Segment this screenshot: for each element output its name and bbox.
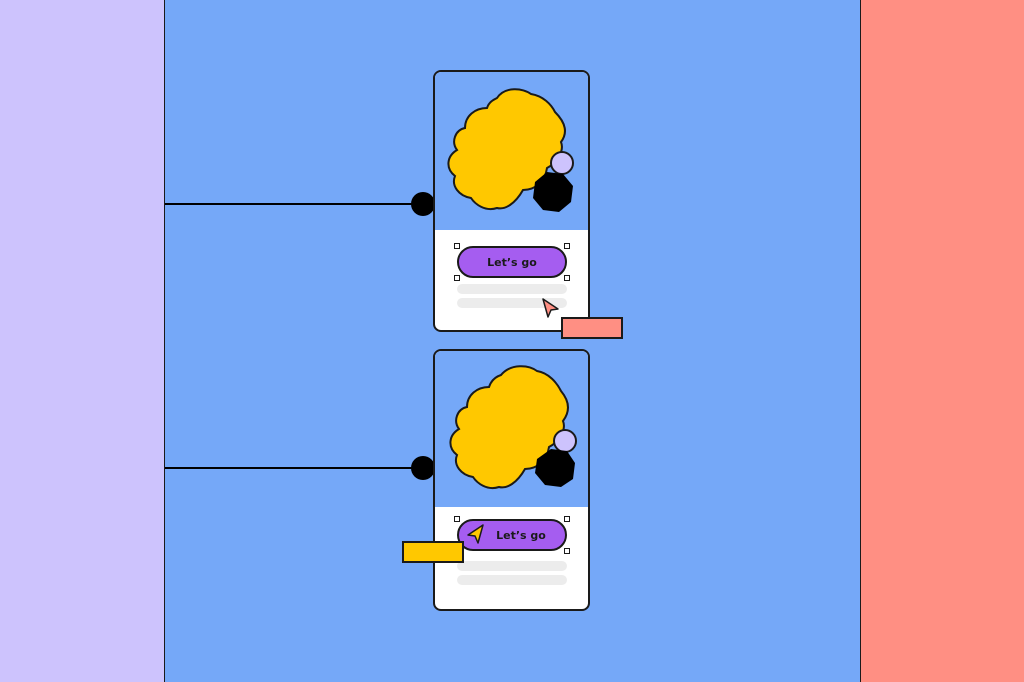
placeholder-line (457, 561, 567, 571)
resize-handle[interactable] (564, 243, 570, 249)
placeholder-line (457, 575, 567, 585)
wavy-blob-shape (447, 88, 566, 210)
lets-go-button[interactable]: Let’s go (457, 246, 567, 278)
card-illustration (435, 72, 588, 230)
black-octagon (535, 449, 575, 487)
button-selection-bottom[interactable]: Let’s go (454, 516, 570, 554)
resize-handle[interactable] (564, 275, 570, 281)
screen-card-top[interactable]: Let’s go (433, 70, 590, 332)
arrow-cursor-icon (465, 523, 485, 549)
black-octagon (533, 172, 573, 212)
placeholder-line (457, 284, 567, 294)
resize-handle[interactable] (454, 275, 460, 281)
connector-node-top[interactable] (411, 192, 435, 216)
placeholder-line (457, 298, 567, 308)
button-selection-top[interactable]: Let’s go (454, 243, 570, 281)
connector-line-bottom (165, 467, 423, 469)
lets-go-button[interactable]: Let’s go (457, 519, 567, 551)
resize-handle[interactable] (564, 516, 570, 522)
collaborator-tag-yellow (402, 541, 464, 563)
lavender-circle (553, 429, 577, 453)
connector-line-top (165, 203, 423, 205)
lavender-circle (550, 151, 574, 175)
wavy-blob-shape (449, 365, 569, 489)
arrow-cursor-icon (541, 297, 561, 323)
collaborator-tag-salmon (561, 317, 623, 339)
screen-card-bottom[interactable]: Let’s go (433, 349, 590, 611)
card-illustration (435, 351, 588, 507)
right-panel (860, 0, 1024, 682)
resize-handle[interactable] (454, 243, 460, 249)
resize-handle[interactable] (454, 516, 460, 522)
connector-node-bottom[interactable] (411, 456, 435, 480)
resize-handle[interactable] (564, 548, 570, 554)
left-panel (0, 0, 165, 682)
